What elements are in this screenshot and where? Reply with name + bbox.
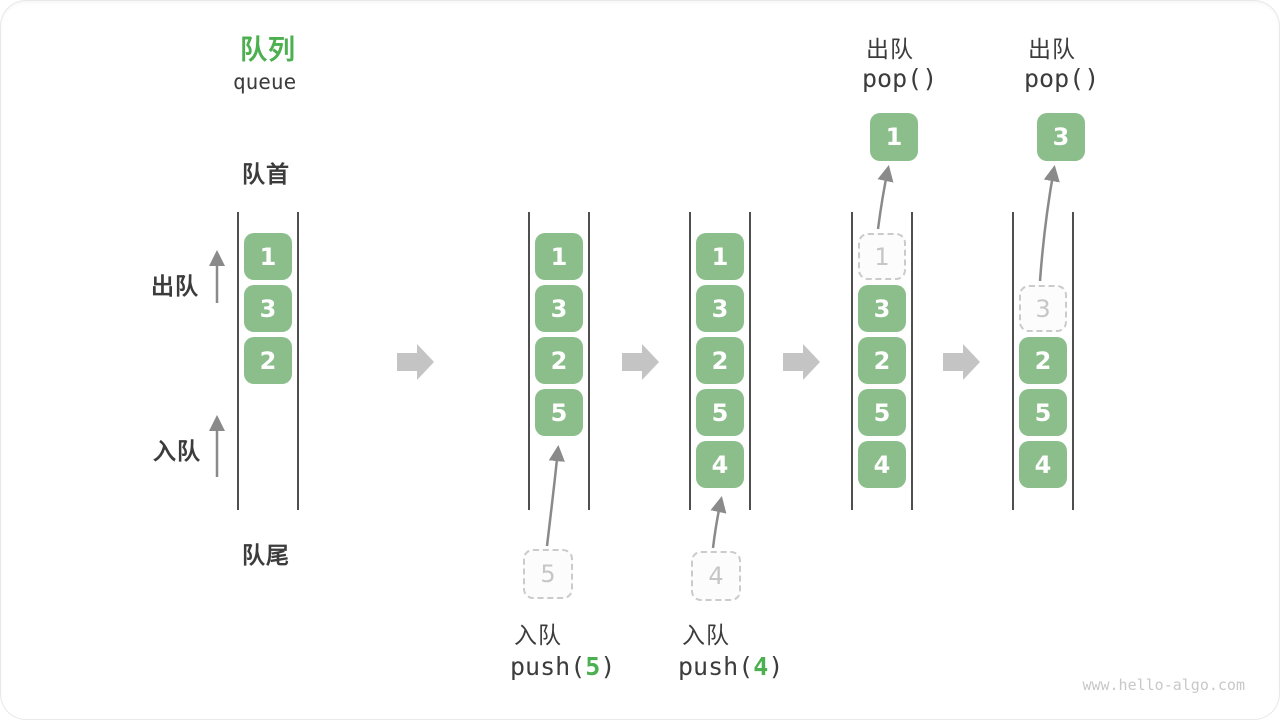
page-title: 队列 <box>240 35 296 65</box>
popped-box: 3 <box>1037 113 1085 161</box>
queue-box: 1 <box>535 233 583 280</box>
op-label-dequeue: 出队 <box>1028 36 1076 62</box>
code-text: ) <box>600 652 616 681</box>
queue-box: 2 <box>244 337 292 384</box>
queue-box: 4 <box>696 441 744 488</box>
flow-arrow-icon <box>397 344 434 380</box>
queue-box: 2 <box>696 337 744 384</box>
page-subtitle: queue <box>233 70 297 94</box>
queue-box: 4 <box>1019 441 1067 488</box>
queue-box: 3 <box>535 285 583 332</box>
queue-container <box>1012 212 1074 510</box>
popped-box: 1 <box>870 113 918 161</box>
staging-box: 4 <box>691 551 741 601</box>
queue-box: 2 <box>535 337 583 384</box>
op-code-pop: pop() <box>1024 64 1100 93</box>
queue-box: 2 <box>858 337 906 384</box>
label-queue-front: 队首 <box>242 161 290 187</box>
queue-container <box>689 212 751 510</box>
op-code-push: push(4) <box>678 652 783 681</box>
queue-box: 3 <box>696 285 744 332</box>
flow-arrow-icon <box>783 344 820 380</box>
label-enqueue: 入队 <box>153 438 201 464</box>
label-queue-rear: 队尾 <box>242 542 290 568</box>
flow-arrow-icon <box>622 344 659 380</box>
code-text: push( <box>510 652 586 681</box>
label-dequeue: 出队 <box>151 273 199 299</box>
queue-box: 1 <box>696 233 744 280</box>
op-label-enqueue: 入队 <box>682 622 730 648</box>
op-code-push: push(5) <box>510 652 615 681</box>
staging-box: 5 <box>523 549 573 599</box>
op-label-dequeue: 出队 <box>866 36 914 62</box>
queue-container <box>237 212 299 510</box>
queue-box: 5 <box>858 389 906 436</box>
queue-box: 5 <box>1019 389 1067 436</box>
code-arg: 5 <box>585 652 601 681</box>
queue-box: 5 <box>535 389 583 436</box>
op-code-pop: pop() <box>862 64 938 93</box>
flow-arrow-icon <box>943 344 980 380</box>
removed-slot-box: 3 <box>1019 285 1067 332</box>
queue-container <box>528 212 590 510</box>
queue-box: 3 <box>858 285 906 332</box>
queue-box: 3 <box>244 285 292 332</box>
queue-box: 2 <box>1019 337 1067 384</box>
queue-container <box>851 212 913 510</box>
queue-box: 1 <box>244 233 292 280</box>
watermark: www.hello-algo.com <box>1082 676 1245 694</box>
code-text: push( <box>678 652 754 681</box>
queue-box: 5 <box>696 389 744 436</box>
code-arg: 4 <box>753 652 769 681</box>
op-label-enqueue: 入队 <box>514 622 562 648</box>
code-text: ) <box>768 652 784 681</box>
removed-slot-box: 1 <box>858 233 906 280</box>
queue-box: 4 <box>858 441 906 488</box>
